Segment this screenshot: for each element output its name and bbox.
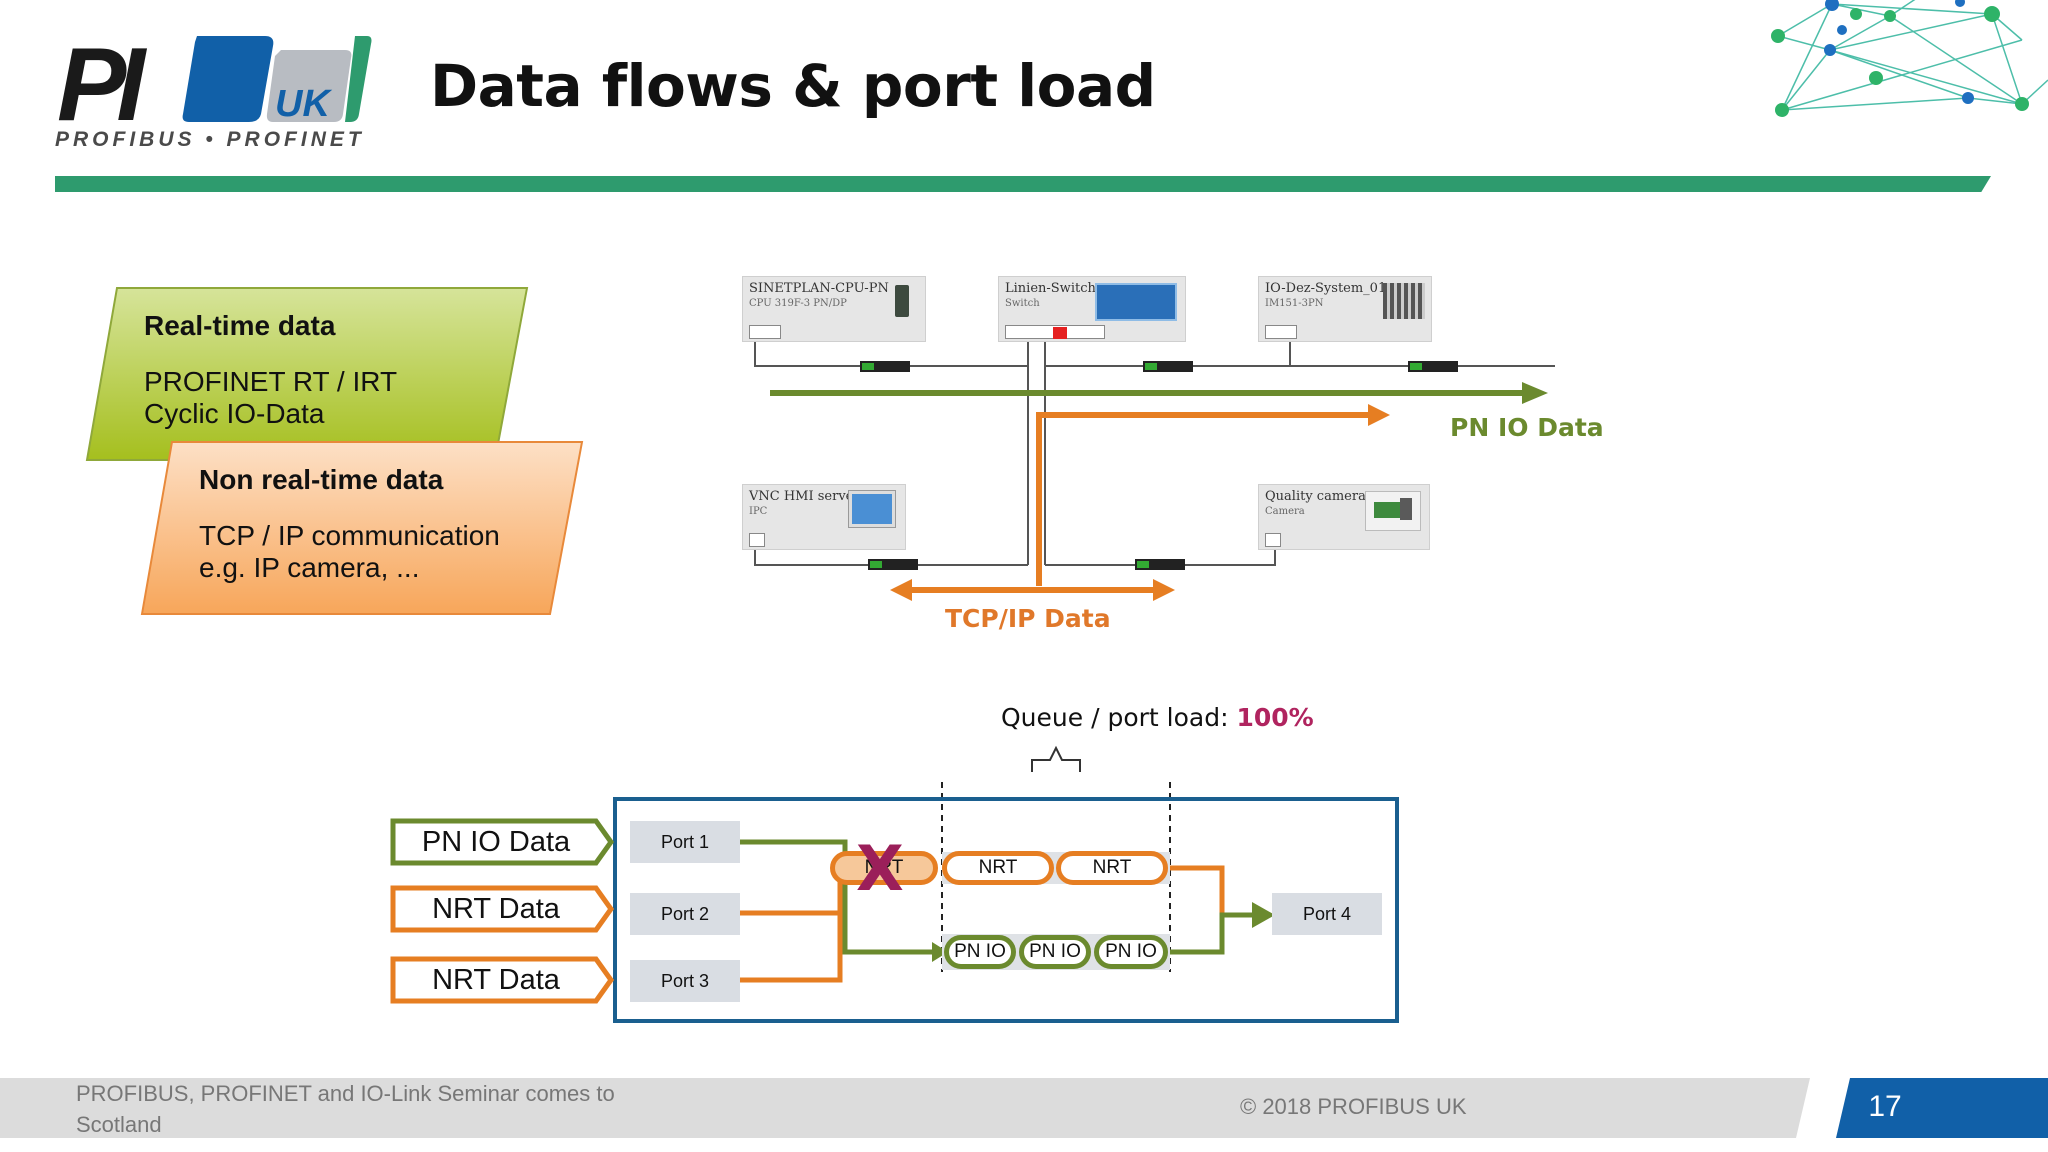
nonrealtime-box: Non real-time data TCP / IP communicatio…	[199, 464, 559, 584]
port-strip	[1265, 533, 1281, 547]
realtime-line2: Cyclic IO-Data	[144, 398, 325, 429]
device-hmi-name: VNC HMI server	[749, 489, 860, 504]
header-divider	[55, 176, 1991, 192]
nonrealtime-line2: e.g. IP camera, ...	[199, 552, 420, 583]
logo-blue-block	[182, 36, 274, 122]
nonrealtime-title: Non real-time data	[199, 464, 444, 495]
pnio-queue-frame: PN IO	[1019, 935, 1091, 969]
nonrealtime-box-shape	[140, 441, 584, 615]
port-strip	[749, 533, 765, 547]
nonrealtime-line1: TCP / IP communication	[199, 520, 500, 551]
nrt-queue-frame: NRT	[942, 851, 1054, 885]
nrt-queue-frame: NRT	[1056, 851, 1168, 885]
device-camera-sub: Camera	[1265, 506, 1305, 517]
switch-icon	[1095, 283, 1177, 321]
device-camera-name: Quality camera	[1265, 489, 1366, 504]
footer-copyright: © 2018 PROFIBUS UK	[1240, 1094, 1467, 1119]
logo-grey-block	[266, 50, 352, 122]
logo-country: UK	[275, 83, 332, 125]
device-io: IO-Dez-System_01 IM151-3PN	[1258, 276, 1432, 342]
input-pnio-flag: PN IO Data	[421, 825, 571, 858]
pnio-queue-frame: PN IO	[1094, 935, 1168, 969]
device-switch: Linien-Switch Switch	[998, 276, 1186, 342]
port-1: Port 1	[630, 821, 740, 863]
realtime-box: Real-time data PROFINET RT / IRT Cyclic …	[144, 310, 484, 430]
page-number: 17	[1868, 1090, 1902, 1123]
plc-icon	[895, 285, 909, 317]
dropped-nrt-frame: NRT	[830, 851, 938, 885]
port-strip	[1265, 325, 1297, 339]
logo-green-block	[345, 36, 372, 122]
logo-tagline: PROFIBUS • PROFINET	[55, 128, 365, 151]
footer-event: PROFIBUS, PROFINET and IO-Link Seminar c…	[76, 1081, 615, 1137]
queue-value: 100%	[1236, 703, 1314, 732]
input-nrt-flag-2: NRT Data	[432, 963, 560, 996]
queue-load-label: Queue / port load: 100%	[1001, 703, 1314, 732]
port-4: Port 4	[1272, 893, 1382, 935]
footer-bar	[0, 1078, 2048, 1138]
port-3: Port 3	[630, 960, 740, 1002]
device-cpu-sub: CPU 319F-3 PN/DP	[749, 298, 847, 309]
input-nrt-flag-1: NRT Data	[432, 892, 560, 925]
tcp-ip-data-label: TCP/IP Data	[945, 604, 1111, 633]
device-cpu: SINETPLAN-CPU-PN CPU 319F-3 PN/DP	[742, 276, 926, 342]
device-camera: Quality camera Camera	[1258, 484, 1430, 550]
drop-mark-icon: X	[856, 832, 904, 905]
device-io-name: IO-Dez-System_01	[1265, 281, 1387, 296]
port-2: Port 2	[630, 893, 740, 935]
active-port	[1053, 327, 1067, 339]
device-switch-name: Linien-Switch	[1005, 281, 1096, 296]
device-hmi-sub: IPC	[749, 506, 768, 517]
device-switch-sub: Switch	[1005, 298, 1040, 309]
cable-connectors	[860, 361, 1458, 570]
device-cpu-name: SINETPLAN-CPU-PN	[749, 281, 889, 296]
queue-label: Queue / port load:	[1001, 703, 1229, 732]
page-title: Data flows & port load	[430, 52, 1156, 120]
profibus-uk-logo: PI UK	[57, 28, 372, 128]
camera-icon	[1365, 491, 1421, 531]
realtime-line1: PROFINET RT / IRT	[144, 366, 398, 397]
computer-icon	[849, 491, 895, 527]
device-io-sub: IM151-3PN	[1265, 298, 1324, 309]
io-module-icon	[1383, 283, 1425, 319]
pnio-queue-frame: PN IO	[944, 935, 1016, 969]
pn-io-data-label: PN IO Data	[1450, 413, 1604, 442]
network-decoration	[1771, 0, 2048, 117]
port-strip	[749, 325, 781, 339]
device-hmi: VNC HMI server IPC	[742, 484, 906, 550]
realtime-title: Real-time data	[144, 310, 336, 341]
